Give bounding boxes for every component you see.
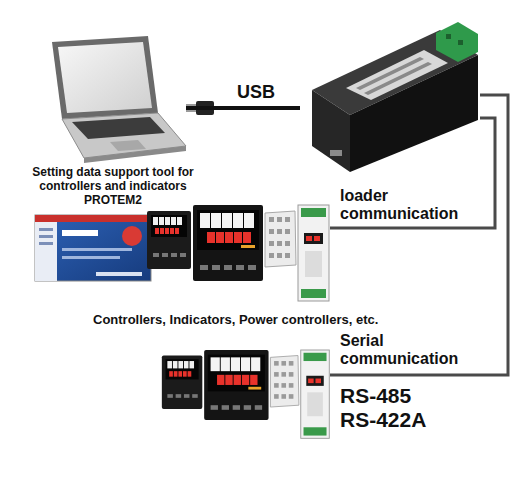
edge-label: USB <box>237 82 287 102</box>
interface-label: RS-485 <box>340 384 411 408</box>
communication-line <box>330 118 495 228</box>
node-text: Setting data support tool for controller… <box>23 165 203 207</box>
communication-line <box>330 95 508 375</box>
node-text: Controllers, Indicators, Power controlle… <box>93 312 433 328</box>
edge-label: loader communication <box>340 187 480 223</box>
usb-cable <box>186 106 300 110</box>
laptop-node: Setting data support tool for controller… <box>40 35 186 160</box>
interface-label: RS-422A <box>340 408 426 432</box>
controller-group: Controllers, Indicators, Power controlle… <box>145 203 330 305</box>
edge-label: Serial communication <box>340 332 480 368</box>
controller-group <box>160 348 330 450</box>
converter-node <box>300 25 480 175</box>
